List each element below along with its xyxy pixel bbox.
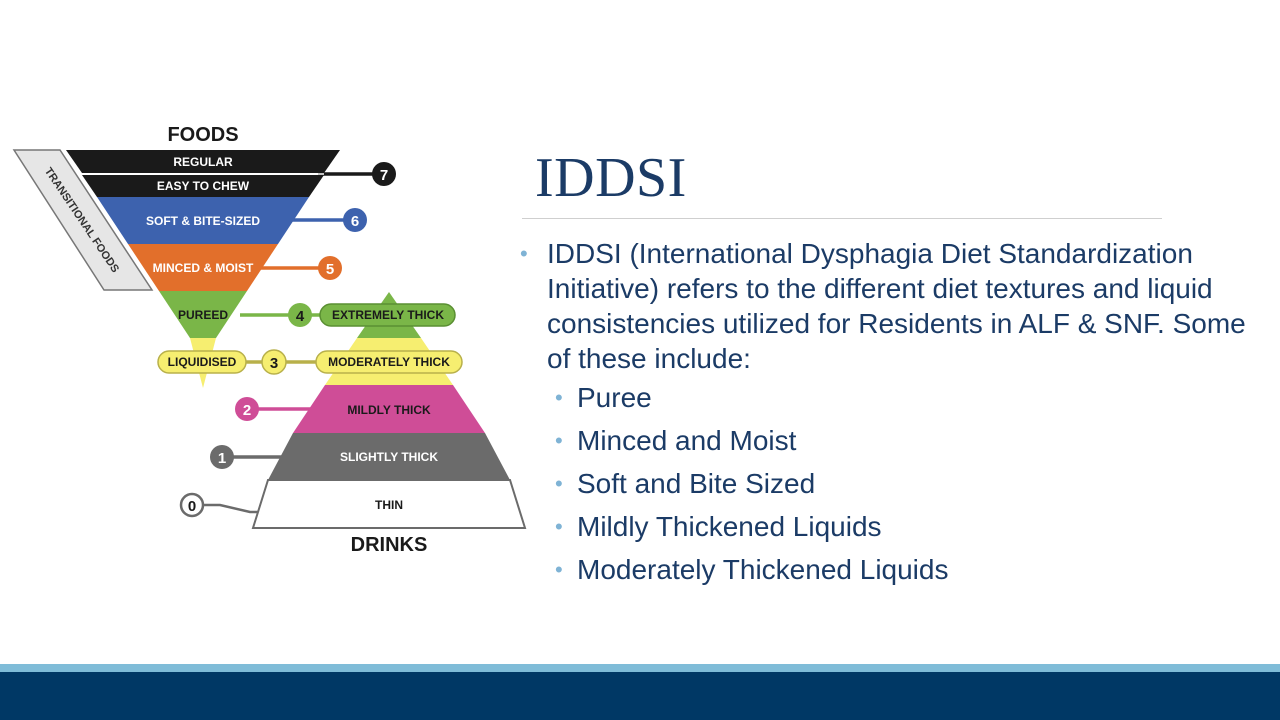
footer-band-light <box>0 664 1280 672</box>
label-minced-moist: MINCED & MOIST <box>153 261 254 275</box>
slide-content: IDDSI (International Dysphagia Diet Stan… <box>520 236 1260 595</box>
label-slightly-thick: SLIGHTLY THICK <box>340 450 438 464</box>
label-thin: THIN <box>375 498 403 512</box>
label-regular: REGULAR <box>173 155 233 169</box>
food-level-pureed <box>159 291 247 338</box>
title-divider <box>522 218 1162 219</box>
iddsi-framework-diagram: FOODS DRINKS TRANSITIONAL FOODS REGULAR … <box>12 124 527 556</box>
drink-level-slightly-thick <box>268 433 510 480</box>
diet-list: Puree Minced and Moist Soft and Bite Siz… <box>520 380 1260 587</box>
label-extremely-thick: EXTREMELY THICK <box>332 308 444 322</box>
level-3-number: 3 <box>270 355 278 372</box>
level-6-circle <box>343 208 367 232</box>
level-5-circle <box>318 256 342 280</box>
label-easy-to-chew: EASY TO CHEW <box>157 179 250 193</box>
level-1-circle <box>210 445 234 469</box>
food-level-regular <box>66 150 340 173</box>
list-item: Minced and Moist <box>520 423 1260 458</box>
level-0-circle <box>179 492 205 518</box>
label-pureed: PUREED <box>178 308 228 322</box>
level-5-number: 5 <box>326 261 334 278</box>
level-2-circle <box>235 397 259 421</box>
food-level-easy-to-chew <box>82 175 324 197</box>
level-3-circle <box>261 349 287 375</box>
level-4-number: 4 <box>296 308 305 325</box>
level-4-circle <box>288 303 312 327</box>
foods-heading: FOODS <box>167 124 238 146</box>
list-item: Mildly Thickened Liquids <box>520 509 1260 544</box>
drink-level-mildly-thick <box>293 385 485 433</box>
label-liquidised: LIQUIDISED <box>168 355 237 369</box>
label-soft-bite-sized: SOFT & BITE-SIZED <box>146 214 260 228</box>
food-level-minced-moist <box>128 244 278 291</box>
intro-bullet: IDDSI (International Dysphagia Diet Stan… <box>520 236 1260 376</box>
footer-band-dark <box>0 672 1280 720</box>
label-moderately-thick: MODERATELY THICK <box>328 355 450 369</box>
list-item: Soft and Bite Sized <box>520 466 1260 501</box>
liquidised-pill <box>157 350 247 374</box>
extremely-thick-pill <box>319 303 456 327</box>
level-1-number: 1 <box>218 450 226 467</box>
level-6-number: 6 <box>351 213 359 230</box>
slide-title: IDDSI <box>535 147 687 209</box>
moderately-thick-pill <box>315 350 463 374</box>
level-7-number: 7 <box>380 167 388 184</box>
list-item: Puree <box>520 380 1260 415</box>
food-level-soft-bite-sized <box>97 197 309 244</box>
drinks-heading: DRINKS <box>351 534 428 556</box>
level-7-circle <box>372 162 396 186</box>
label-mildly-thick: MILDLY THICK <box>347 403 431 417</box>
level-2-number: 2 <box>243 402 251 419</box>
level-0-number: 0 <box>188 498 196 515</box>
transitional-foods-band <box>12 149 154 291</box>
list-item: Moderately Thickened Liquids <box>520 552 1260 587</box>
